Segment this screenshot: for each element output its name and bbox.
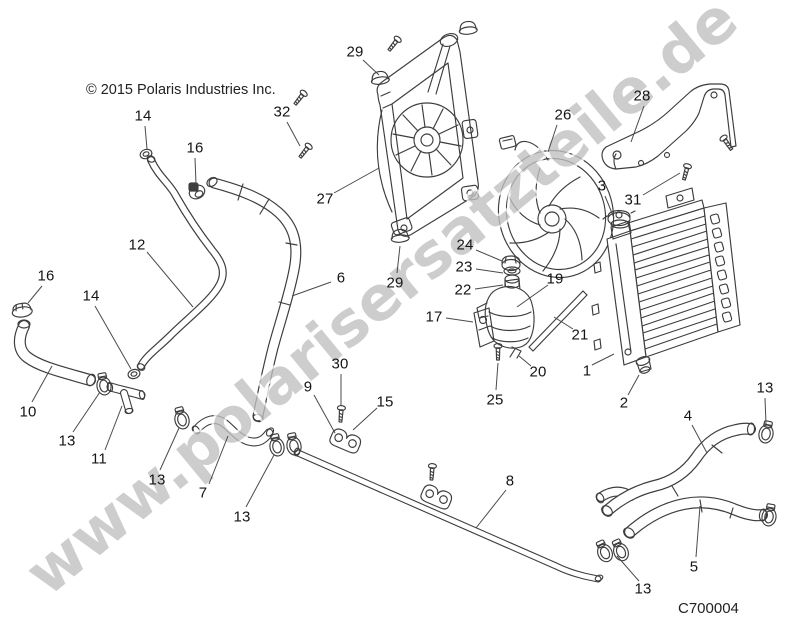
cooling-fan <box>497 135 615 279</box>
callout-29: 29 <box>386 274 404 292</box>
hose-7 <box>191 415 275 447</box>
callout-17: 17 <box>425 308 443 326</box>
callout-14: 14 <box>82 287 100 305</box>
clip <box>509 346 522 359</box>
callout-15: 15 <box>376 393 394 411</box>
hose-5 <box>623 496 768 539</box>
callout-13: 13 <box>634 580 652 598</box>
callout-32: 32 <box>273 103 291 121</box>
bottle-cap <box>501 255 521 272</box>
copyright-text: © 2015 Polaris Industries Inc. <box>86 82 276 98</box>
callout-23: 23 <box>455 258 473 276</box>
callout-16: 16 <box>37 267 55 285</box>
seal-ring <box>503 266 521 276</box>
callout-14: 14 <box>134 107 152 125</box>
callout-20: 20 <box>529 363 547 381</box>
callout-6: 6 <box>336 269 346 287</box>
callout-5: 5 <box>689 558 699 576</box>
callout-13: 13 <box>233 508 251 526</box>
hose-12 <box>136 155 227 371</box>
callout-4: 4 <box>683 407 693 425</box>
callout-19: 19 <box>546 270 564 288</box>
callout-12: 12 <box>128 236 146 254</box>
coolant-pipe-8 <box>293 447 604 583</box>
callout-28: 28 <box>633 87 651 105</box>
callout-24: 24 <box>456 236 474 254</box>
radiator-side-slots <box>709 213 733 323</box>
callout-8: 8 <box>505 472 515 490</box>
callout-1: 1 <box>582 362 592 380</box>
radiator-fins <box>630 215 718 350</box>
drain-plug <box>635 356 652 374</box>
hose-clamp-16 <box>188 182 206 200</box>
callout-30: 30 <box>331 355 349 373</box>
callout-13: 13 <box>148 471 166 489</box>
callout-29: 29 <box>346 43 364 61</box>
callout-10: 10 <box>19 403 37 421</box>
wire-connector <box>498 135 517 150</box>
callout-21: 21 <box>571 326 589 344</box>
callout-31: 31 <box>624 191 642 209</box>
callout-27: 27 <box>316 190 334 208</box>
t-fitting-11 <box>106 381 146 415</box>
shroud-spokes <box>392 104 462 176</box>
callout-26: 26 <box>554 106 572 124</box>
callout-13: 13 <box>58 432 76 450</box>
diagram-code: C700004 <box>678 600 739 617</box>
hose-6 <box>206 176 302 423</box>
callout-2: 2 <box>619 394 629 412</box>
callout-3: 3 <box>597 177 607 195</box>
callout-11: 11 <box>91 450 107 468</box>
callout-9: 9 <box>303 378 313 396</box>
fan-shroud <box>376 33 480 237</box>
fan-wire <box>514 140 549 161</box>
callout-7: 7 <box>198 484 208 502</box>
radiator <box>591 187 741 366</box>
filler-neck <box>610 220 632 240</box>
callout-16: 16 <box>186 139 204 157</box>
callout-25: 25 <box>486 391 504 409</box>
hose-4 <box>601 422 756 517</box>
hose-10 <box>13 319 96 387</box>
callout-13: 13 <box>756 379 774 397</box>
callout-22: 22 <box>454 281 472 299</box>
mount-bracket <box>601 83 737 170</box>
bottle-bracket <box>473 307 495 348</box>
